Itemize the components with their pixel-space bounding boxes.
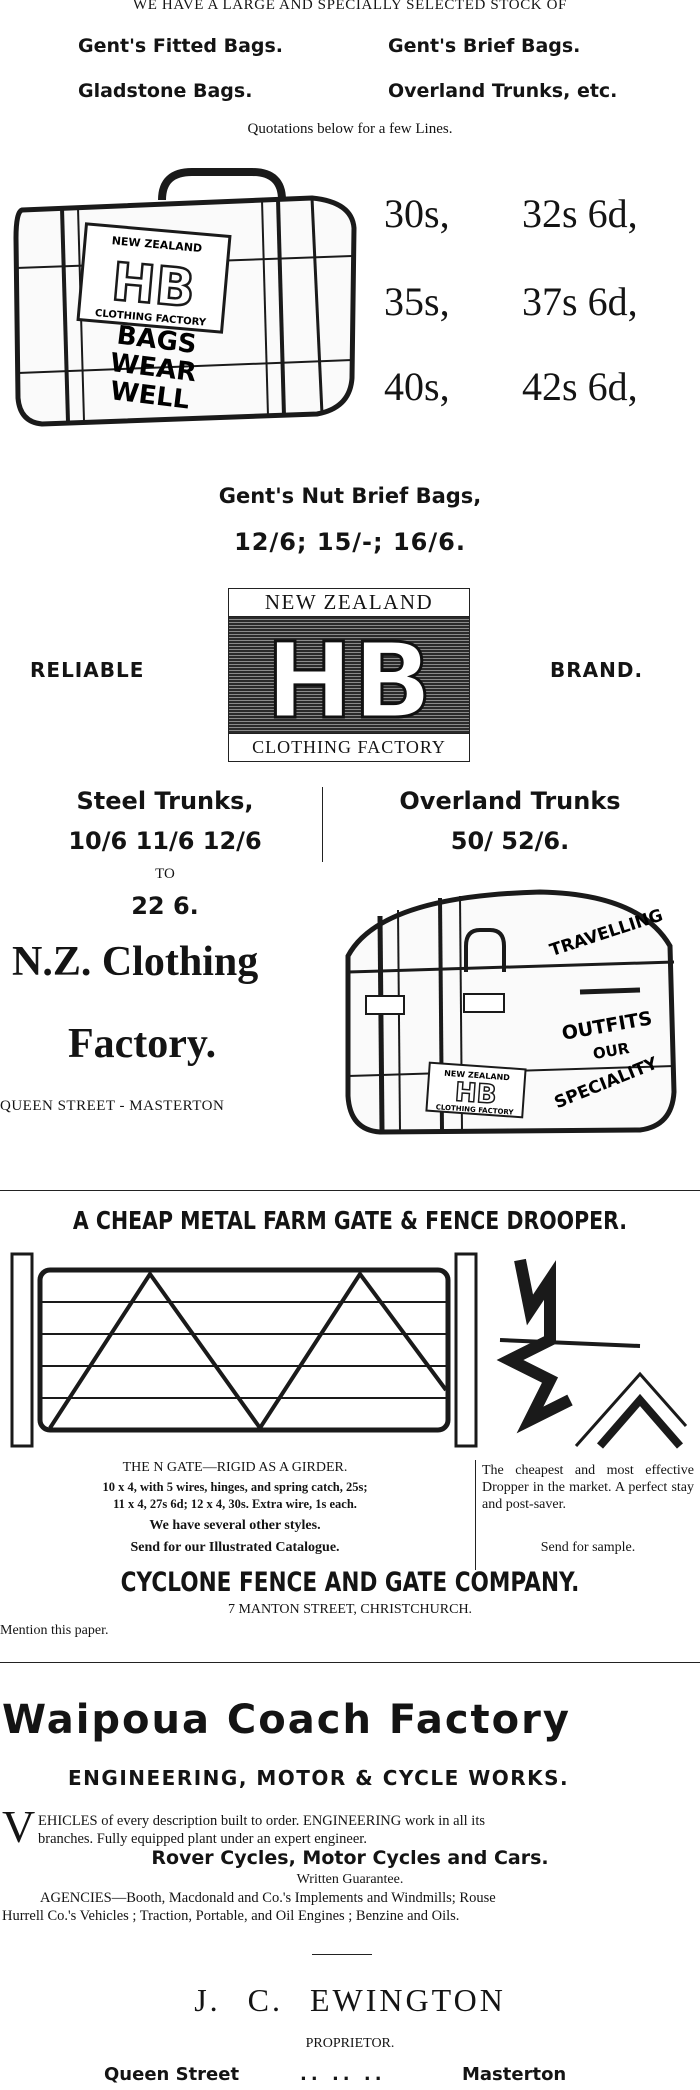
agencies-line1: AGENCIES—Booth, Macdonald and Co.'s Impl… bbox=[40, 1890, 496, 1906]
dropcap-v: V bbox=[2, 1801, 36, 1852]
gate-illustration bbox=[10, 1252, 478, 1448]
dropper-description: The cheapest and most effective Dropper … bbox=[482, 1463, 694, 1512]
brand-label: BRAND. bbox=[550, 658, 644, 682]
price-30s: 30s, bbox=[384, 191, 450, 236]
item-overland-trunks: Overland Trunks, etc. bbox=[388, 80, 618, 102]
bag-illustration: NEW ZEALAND HB CLOTHING FACTORY BAGS WEA… bbox=[13, 168, 357, 427]
agencies-line2: Hurrell Co.'s Vehicles ; Traction, Porta… bbox=[2, 1908, 460, 1924]
trunk-plate-mark: HB bbox=[454, 1078, 498, 1111]
other-styles: We have several other styles. bbox=[149, 1518, 321, 1533]
company-name-line1: N.Z. Clothing bbox=[12, 939, 259, 985]
bag-label-mark: HB bbox=[109, 252, 197, 319]
price-40s: 40s, bbox=[384, 364, 450, 409]
item-fitted-bags: Gent's Fitted Bags. bbox=[78, 35, 284, 57]
logo-top-text: NEW ZEALAND bbox=[228, 588, 470, 617]
item-brief-bags: Gent's Brief Bags. bbox=[388, 35, 581, 57]
illustrated-catalogue: Send for our Illustrated Catalogue. bbox=[130, 1540, 340, 1555]
steel-trunks-prices: 10/6 11/6 12/6 bbox=[68, 827, 262, 855]
cyclone-address: 7 MANTON STREET, CHRISTCHURCH. bbox=[227, 1602, 473, 1617]
trunk-illustration: NEW ZEALAND HB CLOTHING FACTORY TRAVELLI… bbox=[345, 889, 677, 1135]
quotation-note: Quotations below for a few Lines. bbox=[247, 121, 453, 137]
stock-header: WE HAVE A LARGE AND SPECIALLY SELECTED S… bbox=[133, 0, 567, 13]
nut-brief-prices: 12/6; 15/-; 16/6. bbox=[234, 528, 466, 556]
cyclone-company-name: CYCLONE FENCE AND GATE COMPANY. bbox=[120, 1567, 580, 1598]
dropper-illustration bbox=[496, 1258, 688, 1449]
footer-masterton: Masterton bbox=[462, 2064, 567, 2085]
item-gladstone-bags: Gladstone Bags. bbox=[78, 80, 253, 102]
nut-brief-title: Gent's Nut Brief Bags, bbox=[218, 484, 482, 508]
footer-queen-street: Queen Street bbox=[104, 2064, 240, 2085]
vehicles-line2: branches. Fully equipped plant under an … bbox=[38, 1831, 367, 1847]
vehicles-line1: EHICLES of every description built to or… bbox=[38, 1813, 486, 1829]
gate-price-line2: 11 x 4, 27s 6d; 12 x 4, 30s. Extra wire,… bbox=[113, 1497, 357, 1511]
reliable-label: RELIABLE bbox=[30, 658, 145, 682]
price-35s: 35s, bbox=[384, 279, 450, 324]
gate-price-line1: 10 x 4, with 5 wires, hinges, and spring… bbox=[102, 1480, 368, 1494]
steel-trunks-max: 22 6. bbox=[131, 892, 199, 920]
mention-this-paper: Mention this paper. bbox=[0, 1623, 109, 1638]
steel-trunks-to: TO bbox=[155, 866, 175, 882]
proprietor-label: PROPRIETOR. bbox=[305, 2036, 395, 2051]
rover-cycles: Rover Cycles, Motor Cycles and Cars. bbox=[151, 1847, 549, 1869]
logo-mark: HB bbox=[266, 620, 432, 733]
price-42s6d: 42s 6d, bbox=[522, 364, 638, 409]
gate-ad-title: A CHEAP METAL FARM GATE & FENCE DROOPER. bbox=[72, 1206, 628, 1235]
company-name-line2: Factory. bbox=[68, 1021, 217, 1067]
send-for-sample: Send for sample. bbox=[540, 1540, 636, 1555]
overland-trunks-prices: 50/ 52/6. bbox=[450, 827, 570, 855]
waipoua-subtitle: ENGINEERING, MOTOR & CYCLE WORKS. bbox=[68, 1766, 570, 1790]
footer-dots: .. .. .. bbox=[300, 2064, 386, 2085]
logo-bottom-text: CLOTHING FACTORY bbox=[228, 733, 470, 762]
gate-heading: THE N GATE—RIGID AS A GIRDER. bbox=[122, 1460, 348, 1475]
written-guarantee: Written Guarantee. bbox=[296, 1872, 404, 1887]
steel-trunks-title: Steel Trunks, bbox=[76, 787, 254, 815]
price-37s6d: 37s 6d, bbox=[522, 279, 638, 324]
company-address: QUEEN STREET - MASTERTON bbox=[0, 1098, 225, 1114]
overland-trunks-title: Overland Trunks bbox=[399, 787, 621, 815]
waipoua-title: Waipoua Coach Factory bbox=[2, 1697, 571, 1743]
proprietor-name: J. C. EWINGTON bbox=[194, 1982, 506, 2018]
hb-brand-logo: NEW ZEALAND HB CLOTHING FACTORY bbox=[228, 588, 470, 766]
price-32s6d: 32s 6d, bbox=[522, 191, 638, 236]
